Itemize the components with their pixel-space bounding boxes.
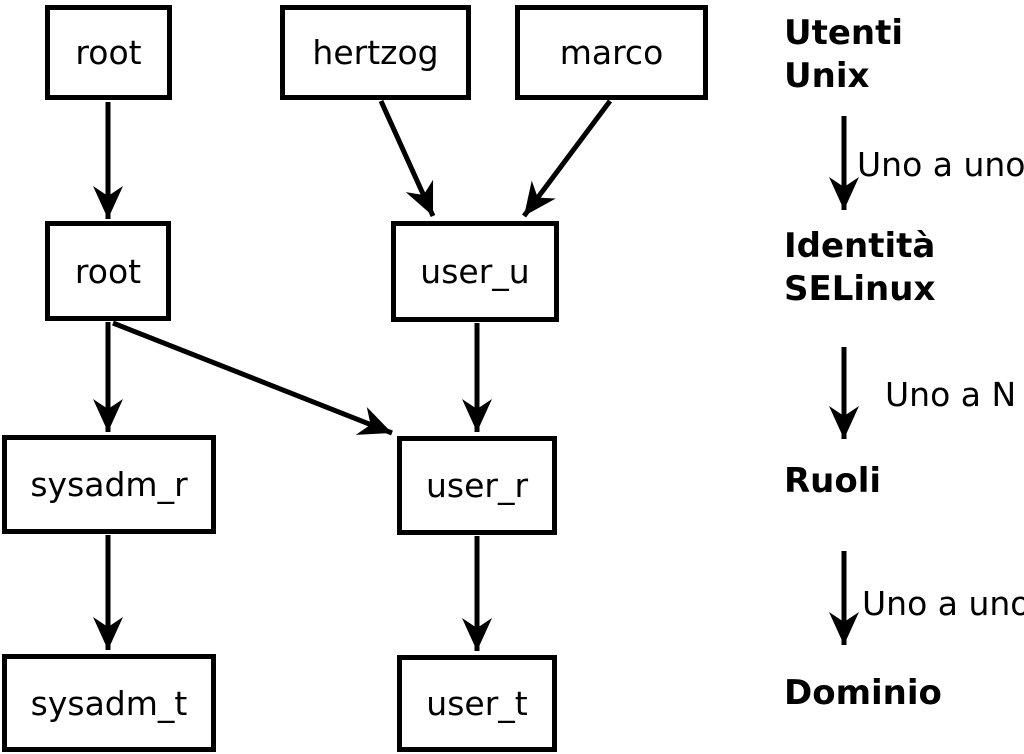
node-role-sysadm-r: sysadm_r xyxy=(2,435,216,534)
node-domain-sysadm-t: sysadm_t xyxy=(2,654,216,752)
arrow-selinux-root-to-user-r xyxy=(112,320,393,436)
arrow-marco-to-user-u xyxy=(521,99,613,218)
legend-level-utenti-unix: Utenti Unix xyxy=(784,13,904,96)
legend-level-ruoli: Ruoli xyxy=(784,461,882,501)
node-unix-user-hertzog: hertzog xyxy=(280,5,471,100)
node-role-user-r: user_r xyxy=(397,436,557,535)
legend-level-identita-selinux: Identità SELinux xyxy=(784,226,936,309)
node-selinux-identity-user-u: user_u xyxy=(391,221,559,322)
legend-level-dominio: Dominio xyxy=(784,673,942,713)
legend-relation-uno-a-n: Uno a N xyxy=(885,375,1017,414)
arrow-hertzog-to-user-u xyxy=(378,99,436,218)
node-unix-user-root: root xyxy=(45,5,172,100)
node-selinux-identity-root: root xyxy=(45,221,171,321)
legend-relation-uno-a-uno-1: Uno a uno xyxy=(857,145,1024,184)
legend-relation-uno-a-uno-2: Uno a uno xyxy=(862,584,1024,623)
node-unix-user-marco: marco xyxy=(515,5,708,100)
node-domain-user-t: user_t xyxy=(397,655,557,752)
